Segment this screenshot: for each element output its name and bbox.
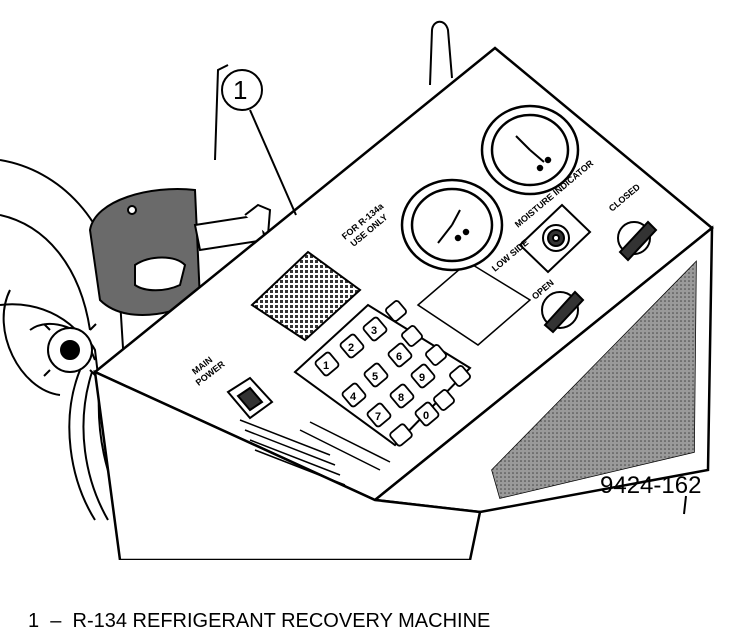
svg-text:0: 0 [423, 410, 429, 422]
display-screen [250, 250, 362, 342]
info-window [416, 261, 532, 346]
keypad-key[interactable]: 0 [414, 401, 440, 427]
svg-text:6: 6 [396, 351, 402, 363]
figure-id: 9424-162 [600, 472, 702, 499]
recovery-machine-illustration: 1 2 3 4 5 6 7 8 [0, 20, 714, 560]
function-key[interactable] [401, 325, 424, 348]
keypad-key[interactable]: 7 [366, 402, 392, 428]
figure-caption: 1 – R-134 REFRIGERANT RECOVERY MACHINE [28, 610, 490, 633]
keypad-key[interactable]: 6 [387, 342, 413, 368]
hose-fitting-icon [43, 323, 97, 377]
keypad-key[interactable]: 4 [341, 382, 367, 408]
keypad-key[interactable]: 2 [339, 333, 365, 359]
svg-text:5: 5 [372, 371, 378, 383]
caption-number: 1 [28, 610, 40, 632]
svg-text:1: 1 [233, 75, 247, 105]
svg-text:1: 1 [323, 360, 329, 372]
vent-slots [239, 419, 391, 486]
valve-knob-upper[interactable] [617, 220, 658, 262]
svg-text:7: 7 [375, 411, 381, 423]
main-power-switch[interactable] [226, 376, 274, 420]
caption-text: R-134 REFRIGERANT RECOVERY MACHINE [72, 610, 491, 632]
function-key[interactable] [433, 389, 456, 412]
callout-1: 1 [221, 69, 297, 216]
valve-knob-lower[interactable] [541, 290, 585, 334]
keypad: 1 2 3 4 5 6 7 8 [314, 300, 471, 447]
svg-text:9: 9 [419, 372, 425, 384]
caption-separator: – [50, 610, 62, 632]
keypad-key[interactable]: 1 [314, 351, 340, 377]
tank-assembly [88, 188, 272, 316]
keypad-key[interactable]: 5 [363, 362, 389, 388]
keypad-key[interactable]: 9 [410, 363, 436, 389]
function-key[interactable] [389, 423, 413, 447]
svg-text:8: 8 [398, 392, 404, 404]
moisture-indicator [518, 203, 592, 274]
high-side-gauge [480, 104, 580, 196]
svg-text:2: 2 [348, 342, 354, 354]
vent-grille [491, 260, 697, 499]
function-key[interactable] [385, 300, 408, 323]
keypad-key[interactable]: 3 [362, 316, 388, 342]
function-key[interactable] [425, 344, 448, 367]
function-key[interactable] [449, 365, 472, 388]
svg-text:4: 4 [350, 391, 357, 403]
figure-tick [683, 495, 687, 515]
low-side-gauge [400, 178, 504, 272]
keypad-key[interactable]: 8 [389, 383, 415, 409]
handle [214, 20, 453, 161]
svg-text:3: 3 [371, 325, 377, 337]
